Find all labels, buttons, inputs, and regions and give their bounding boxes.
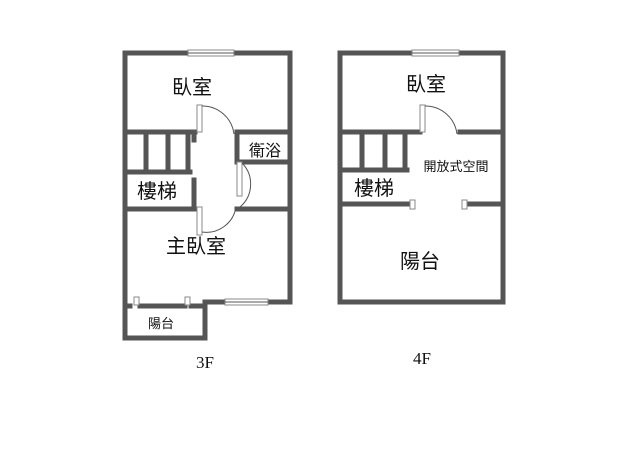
floor-3f-plan: 臥室 衛浴 樓梯 主臥室 陽台 3F bbox=[122, 49, 293, 372]
floor-3f-bathroom-door-swing bbox=[239, 162, 252, 208]
floor-4f-balcony-label: 陽台 bbox=[400, 250, 440, 273]
floor-3f-master-door-swing bbox=[201, 206, 237, 233]
floor-4f-balcony-door bbox=[461, 199, 468, 210]
floor-4f-stairs-label: 樓梯 bbox=[354, 177, 394, 200]
floor-4f-bedroom-door-swing bbox=[424, 105, 458, 135]
floor-3f-master-door bbox=[196, 206, 203, 236]
floor-3f-bathroom-door bbox=[236, 161, 243, 197]
floor-3f-bedroom-door bbox=[196, 104, 203, 133]
floor-3f-title: 3F bbox=[196, 353, 214, 372]
floor-3f-balcony-door bbox=[133, 296, 140, 306]
floor-4f-open-space-label: 開放式空間 bbox=[423, 159, 488, 174]
floor-3f-stairs-label: 樓梯 bbox=[137, 180, 177, 203]
floor-4f-title: 4F bbox=[413, 349, 431, 368]
floor-3f-outer-wall bbox=[122, 50, 293, 341]
floor-4f-balcony-door bbox=[409, 199, 416, 210]
floor-3f-bedroom-label: 臥室 bbox=[172, 76, 212, 99]
floor-3f-balcony-door bbox=[184, 296, 191, 306]
floor-3f-bedroom-door-swing bbox=[201, 105, 235, 135]
floor-3f-bathroom-label: 衛浴 bbox=[249, 142, 281, 160]
floor-3f-master-bedroom-label: 主臥室 bbox=[166, 235, 226, 258]
floor-3f-balcony-label: 陽台 bbox=[148, 316, 174, 331]
floor-4f-bedroom-door bbox=[419, 104, 426, 133]
floor-4f-bedroom-label: 臥室 bbox=[406, 73, 446, 96]
floor-4f-plan: 臥室 開放式空間 樓梯 陽台 4F bbox=[337, 49, 506, 368]
